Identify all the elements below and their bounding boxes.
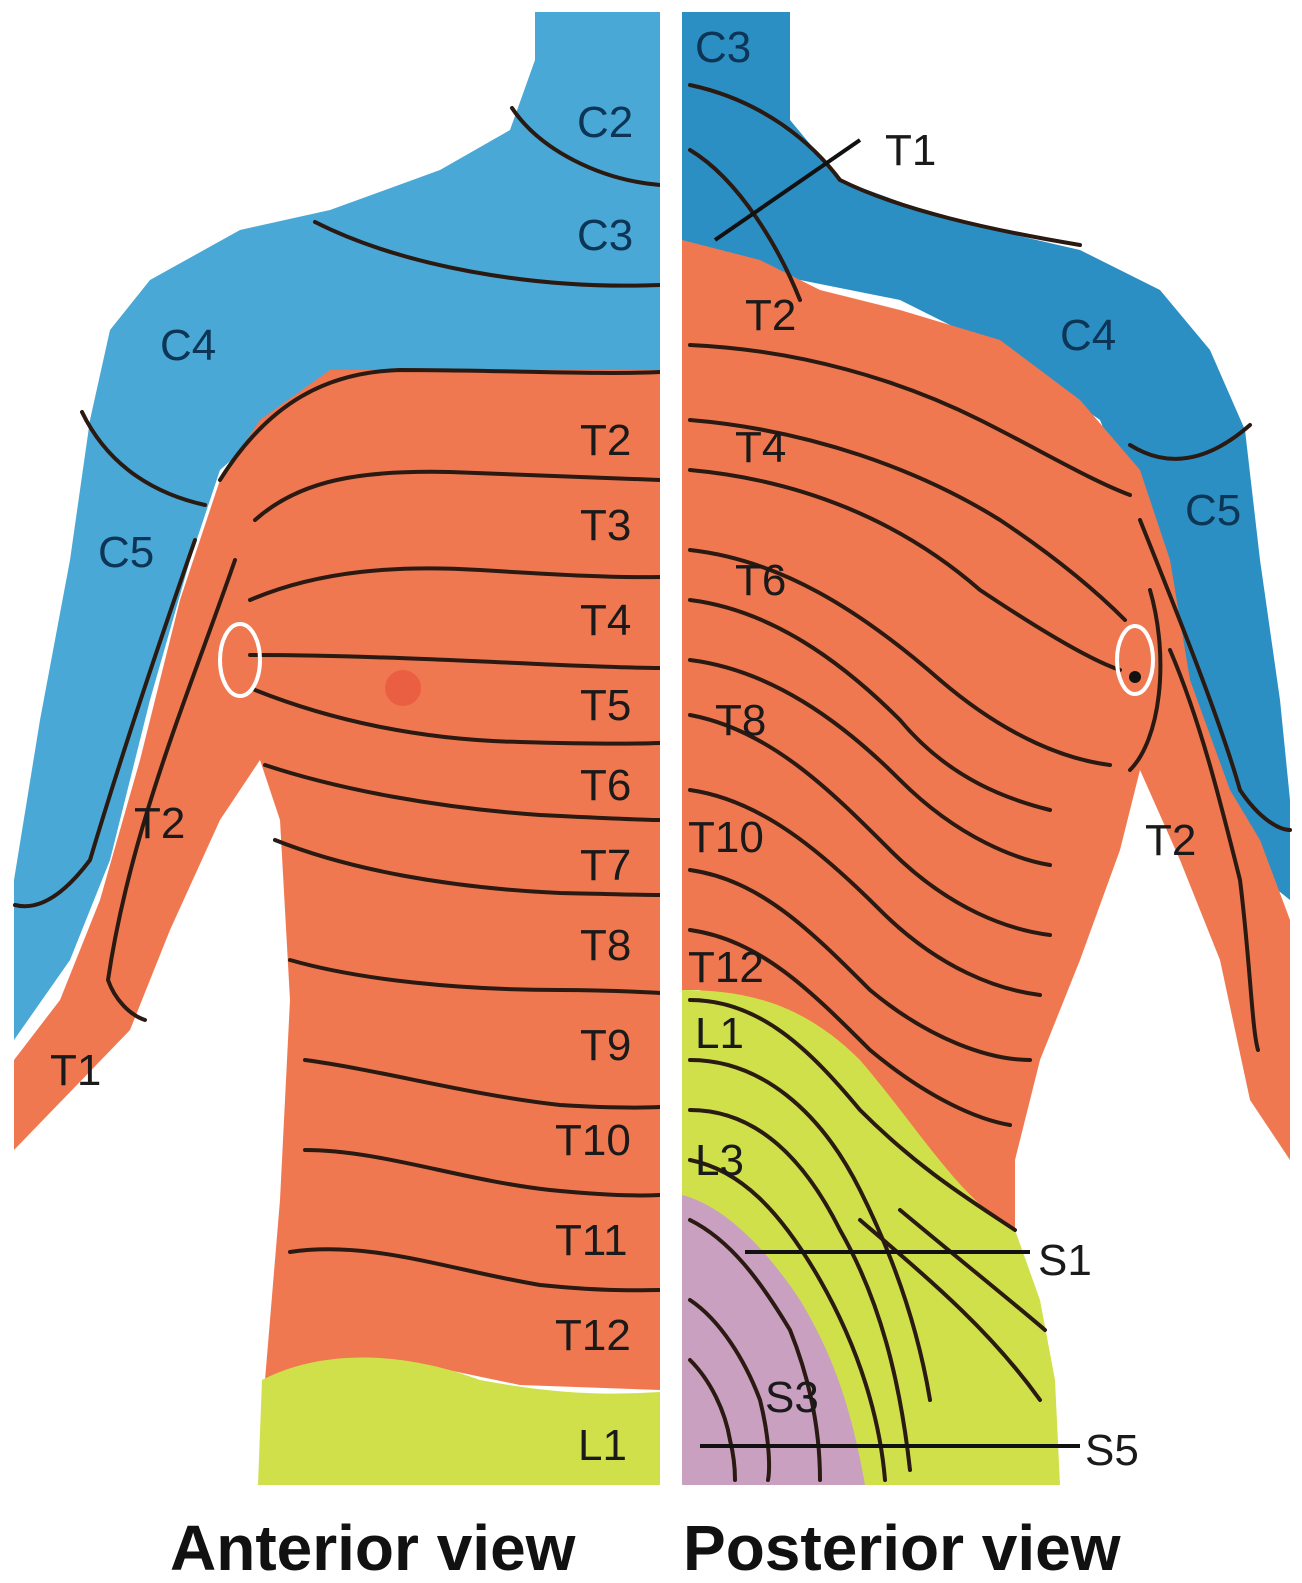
label-anterior-c5: C5 <box>98 528 154 577</box>
label-posterior-l3: L3 <box>695 1136 744 1185</box>
label-posterior-t8: T8 <box>715 696 766 745</box>
label-posterior-t2-arm: T2 <box>1145 816 1196 865</box>
label-anterior-t8: T8 <box>580 921 631 970</box>
label-posterior-c4: C4 <box>1060 311 1116 360</box>
label-posterior-t10: T10 <box>688 813 764 862</box>
label-posterior-s5: S5 <box>1085 1426 1139 1475</box>
label-posterior-t4: T4 <box>735 423 786 472</box>
label-posterior-c3: C3 <box>695 23 751 72</box>
label-anterior-c3: C3 <box>577 211 633 260</box>
posterior-view: C3 T1 T2 C4 C5 T4 T6 T8 T10 T12 T2 L1 L3… <box>682 12 1290 1485</box>
view-divider <box>660 0 682 1490</box>
label-posterior-t6: T6 <box>735 556 786 605</box>
anterior-view: C2 C3 C4 C5 T2 T1 T2 T3 T4 T5 T6 T7 T8 T… <box>14 12 660 1485</box>
label-anterior-t2-arm: T2 <box>134 799 185 848</box>
label-anterior-t11: T11 <box>555 1216 628 1265</box>
label-posterior-s1: S1 <box>1038 1236 1092 1285</box>
label-anterior-t3: T3 <box>580 501 631 550</box>
label-anterior-t4: T4 <box>580 596 631 645</box>
label-anterior-t12: T12 <box>555 1311 631 1360</box>
label-posterior-s3: S3 <box>765 1373 819 1422</box>
label-anterior-c2: C2 <box>577 98 633 147</box>
label-anterior-t9: T9 <box>580 1021 631 1070</box>
label-anterior-t1: T1 <box>50 1046 101 1095</box>
label-anterior-l1: L1 <box>578 1421 627 1470</box>
label-anterior-c4: C4 <box>160 321 216 370</box>
label-anterior-t2: T2 <box>580 416 631 465</box>
label-posterior-t2: T2 <box>745 291 796 340</box>
posterior-scapula-dot <box>1129 671 1141 683</box>
label-posterior-c5: C5 <box>1185 486 1241 535</box>
label-posterior-t1: T1 <box>885 126 936 175</box>
caption-anterior-view: Anterior view <box>170 1512 576 1583</box>
anterior-nipple <box>385 670 421 706</box>
label-anterior-t7: T7 <box>580 841 631 890</box>
label-anterior-t6: T6 <box>580 761 631 810</box>
caption-posterior-view: Posterior view <box>683 1512 1121 1583</box>
label-anterior-t10: T10 <box>555 1116 631 1165</box>
label-anterior-t5: T5 <box>580 681 631 730</box>
label-posterior-l1: L1 <box>695 1009 744 1058</box>
label-posterior-t12: T12 <box>688 943 764 992</box>
